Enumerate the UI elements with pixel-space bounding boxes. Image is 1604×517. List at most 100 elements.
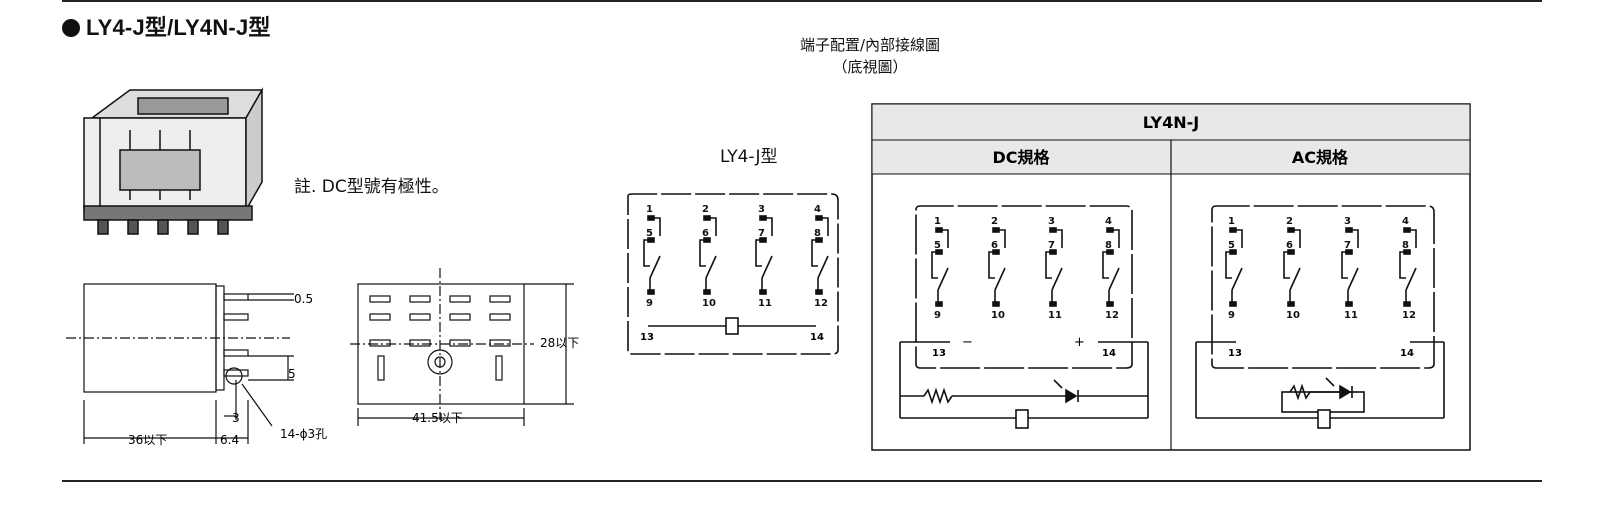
terminal-label-bottom: 11 (1344, 310, 1358, 321)
dc-plus-mark: + (1074, 335, 1085, 350)
ly4n-title: LY4N-J (1143, 113, 1199, 132)
terminal-tab (815, 289, 823, 295)
dc-contact-1: 159 (931, 216, 949, 321)
terminal-label-top: 4 (1105, 216, 1112, 227)
ac-contact-3: 3 7 11 (1341, 216, 1359, 321)
dim-pin-thickness: 0.5 (294, 292, 313, 306)
contact-arm (761, 255, 773, 279)
terminal-tab (1287, 227, 1295, 233)
nc-contact-wire (1410, 229, 1417, 248)
terminal-tab (1229, 227, 1237, 233)
terminal-label-middle: 6 (1286, 240, 1293, 251)
bottom-view-slot (449, 295, 471, 303)
terminal-label-bottom: 12 (1105, 310, 1119, 321)
bullet-icon (62, 19, 80, 37)
terminal-label-top: 4 (1402, 216, 1409, 227)
contact-arm (1405, 267, 1417, 291)
contact-arm (1108, 267, 1120, 291)
terminal-label-middle: 6 (702, 228, 709, 239)
contact-arm (1051, 267, 1063, 291)
dc-minus-mark: − (962, 335, 973, 350)
terminal-tab (1106, 227, 1114, 233)
dim-height: 28以下 (540, 336, 579, 350)
nc-contact-wire (1056, 229, 1063, 248)
dim-body-length: 36以下 (128, 433, 167, 447)
bottom-view-slot (369, 313, 391, 321)
bottom-view-slot (449, 339, 471, 347)
no-contact-wire (1341, 251, 1348, 279)
terminal-tab (1229, 301, 1237, 307)
terminal-tab (1403, 301, 1411, 307)
bottom-view-slot (409, 295, 431, 303)
page-title: LY4-J型/LY4N-J型 (62, 10, 271, 42)
dim-pin-length: 6.4 (220, 433, 239, 447)
terminal-tab (935, 227, 943, 233)
nc-contact-wire (1113, 229, 1120, 248)
terminal-label-top: 3 (1344, 216, 1351, 227)
terminal-tab (1345, 227, 1353, 233)
terminal-label-top: 2 (991, 216, 998, 227)
terminal-label-top: 3 (758, 204, 765, 215)
ly4j-contact-1: 159 (643, 204, 661, 309)
terminal-tab (1345, 301, 1353, 307)
terminal-label-bottom: 10 (702, 298, 716, 309)
terminal-label-bottom: 9 (934, 310, 941, 321)
nc-contact-wire (1352, 229, 1359, 248)
bottom-view-slot (449, 313, 471, 321)
terminal-tab (1049, 227, 1057, 233)
bottom-view-slot (489, 313, 511, 321)
nc-contact-wire (1236, 229, 1243, 248)
contact-arm (937, 267, 949, 291)
terminal-label-top: 1 (646, 204, 653, 215)
page-title-text: LY4-J型/LY4N-J型 (86, 15, 271, 40)
ac-coil-terminal-14: 14 (1400, 348, 1414, 359)
terminal-label-bottom: 10 (991, 310, 1005, 321)
ac-contact-1: 159 (1225, 216, 1243, 321)
no-contact-wire (988, 251, 995, 279)
terminal-label-middle: 7 (1344, 240, 1351, 251)
no-contact-wire (699, 239, 706, 267)
bottom-view-slot (409, 339, 431, 347)
terminal-label-middle: 7 (758, 228, 765, 239)
dc-contact-2: 2 6 10 (988, 216, 1006, 321)
contact-arm (994, 267, 1006, 291)
terminal-label-middle: 5 (646, 228, 653, 239)
no-contact-wire (931, 251, 938, 279)
dc-spec-header: DC規格 (992, 148, 1050, 167)
terminal-label-bottom: 11 (1048, 310, 1062, 321)
no-contact-wire (1045, 251, 1052, 279)
terminal-label-middle: 6 (991, 240, 998, 251)
terminal-tab (759, 289, 767, 295)
terminal-tab (992, 227, 1000, 233)
terminal-tab (1049, 301, 1057, 307)
nc-contact-wire (766, 217, 773, 236)
nc-contact-wire (942, 229, 949, 248)
bottom-view-slot (489, 339, 511, 347)
dim-width: 41.5以下 (412, 411, 463, 425)
terminal-label-middle: 8 (814, 228, 821, 239)
terminal-label-top: 2 (1286, 216, 1293, 227)
contact-arm (817, 255, 829, 279)
terminal-label-bottom: 9 (1228, 310, 1235, 321)
ac-spec-header: AC規格 (1292, 148, 1349, 167)
no-contact-wire (643, 239, 650, 267)
bottom-rule (62, 480, 1542, 482)
ac-coil-terminal-13: 13 (1228, 348, 1242, 359)
terminal-label-middle: 7 (1048, 240, 1055, 251)
dc-polarity-note: 註. DC型號有極性。 (294, 177, 449, 197)
terminal-tab (703, 289, 711, 295)
top-rule (62, 0, 1542, 2)
ly4j-title: LY4-J型 (720, 147, 778, 167)
terminal-tab (1403, 227, 1411, 233)
no-contact-wire (1102, 251, 1109, 279)
contact-arm (1289, 267, 1301, 291)
contact-arm (1347, 267, 1359, 291)
